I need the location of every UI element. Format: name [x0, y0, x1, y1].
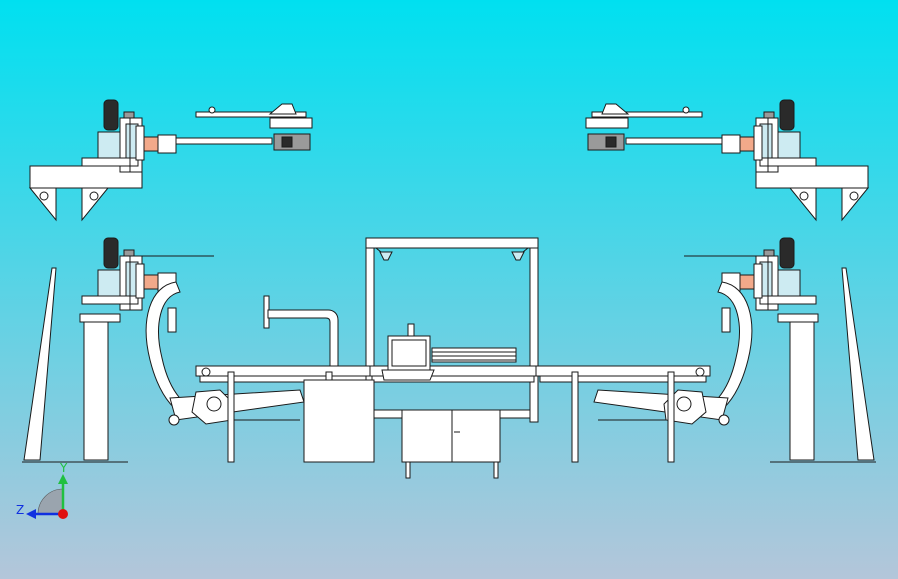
y-axis-arrow	[58, 474, 68, 484]
support-leg	[28, 187, 57, 222]
robot-top-right[interactable]	[585, 99, 870, 222]
robot-lower-left[interactable]	[22, 237, 305, 463]
conveyor[interactable]	[195, 365, 711, 463]
triad-quadrant	[37, 488, 64, 515]
laptop[interactable]	[381, 323, 435, 381]
cabinet[interactable]	[401, 409, 501, 479]
support-leg	[81, 187, 110, 222]
axis-triad: Y Z	[16, 461, 68, 519]
pedestal	[83, 321, 109, 461]
robot-top-left[interactable]	[28, 99, 313, 222]
side-frame	[23, 267, 57, 461]
z-axis-arrow	[26, 509, 36, 519]
y-axis-label: Y	[59, 461, 68, 475]
z-axis-label: Z	[16, 503, 24, 517]
arm	[175, 137, 273, 145]
x-axis-dot	[58, 509, 68, 519]
roller-table	[431, 347, 517, 363]
robot-lower-right[interactable]	[593, 237, 876, 463]
arm-upper	[195, 111, 307, 118]
